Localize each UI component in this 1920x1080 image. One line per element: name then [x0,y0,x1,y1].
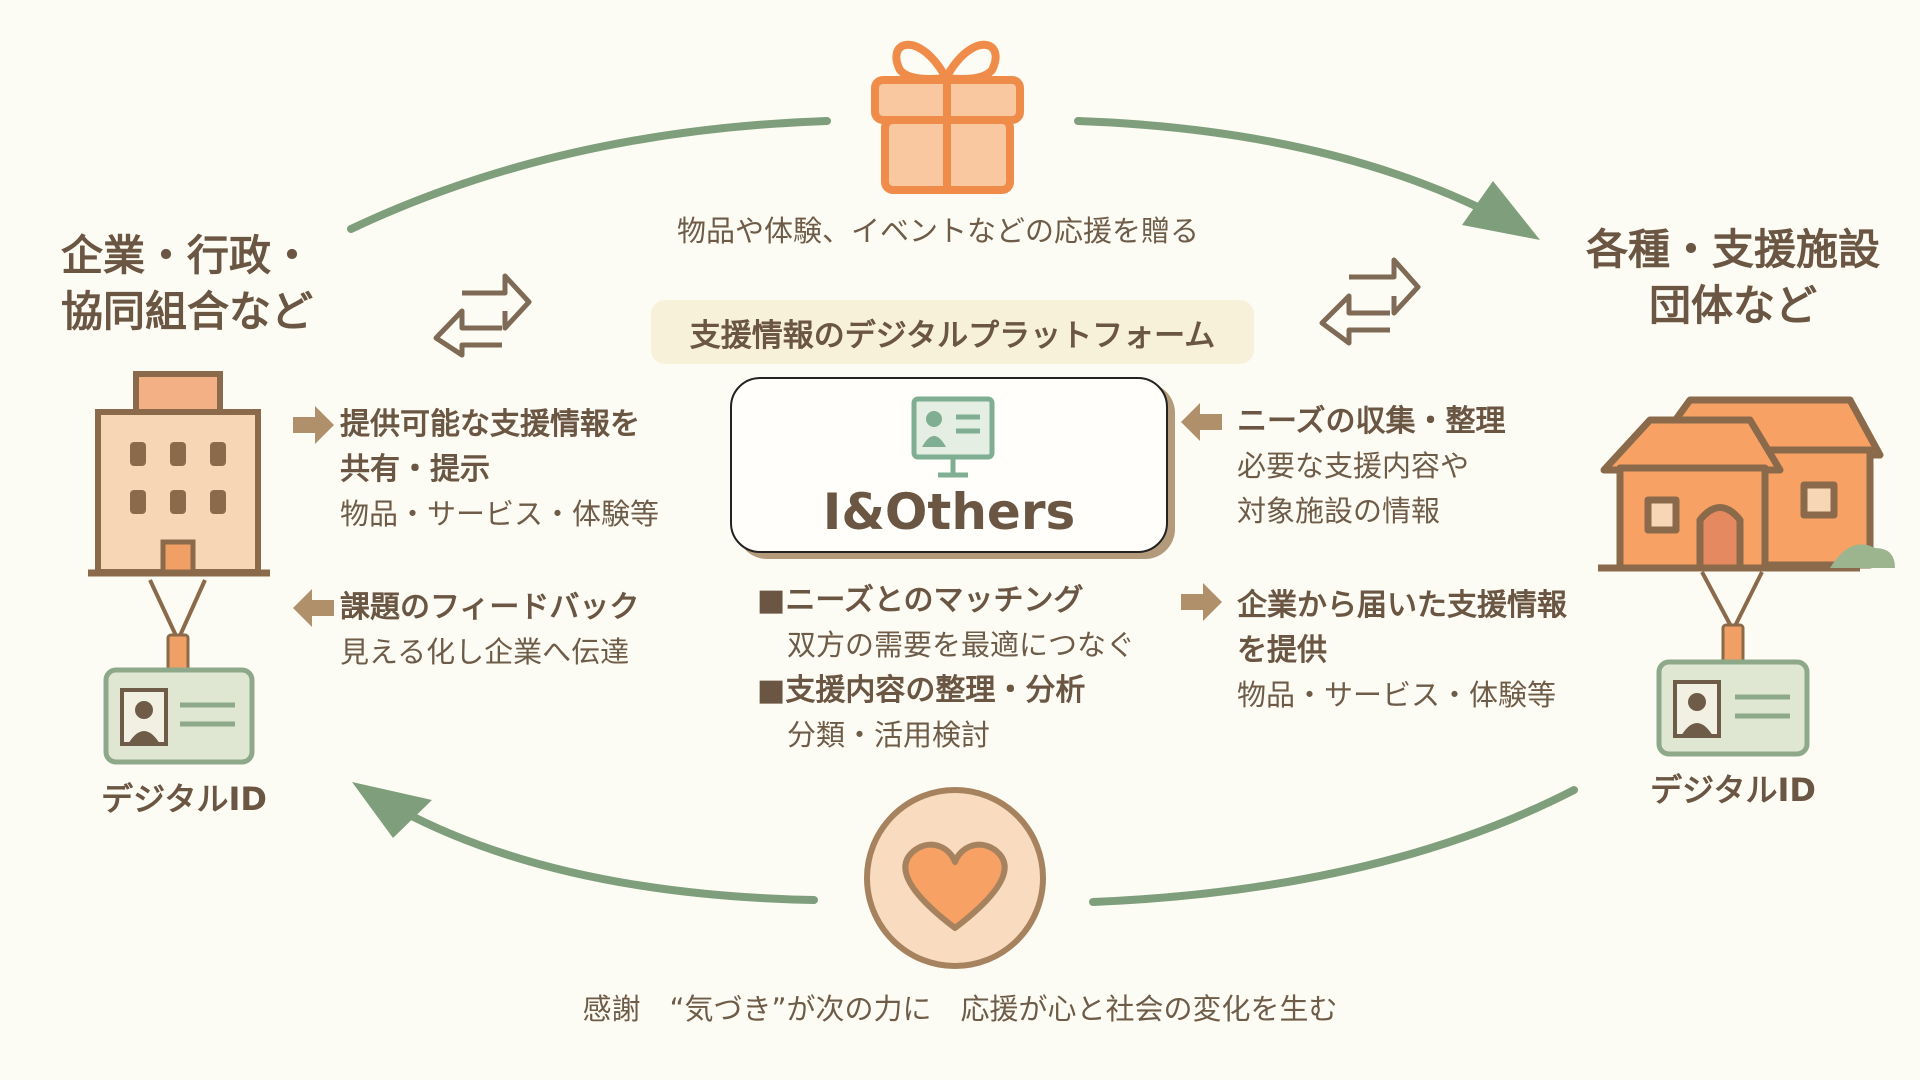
block-title: 企業から届いた支援情報 [1237,588,1567,623]
arrowhead-top-right [1462,181,1540,240]
brand-logo: I&Others [822,483,1076,541]
cycle-arrow-top-right [1074,117,1504,222]
arrow-right-icon [1181,583,1222,621]
left-block-share: 提供可能な支援情報を 共有・提示 物品・サービス・体験等 [340,402,659,537]
block-title: 課題のフィードバック [340,590,640,625]
right-party-line1: 各種・支援施設 [1585,225,1880,274]
exchange-arrows-left-icon [433,273,532,358]
feature-detail: 分類・活用検討 [787,718,991,752]
gift-caption: 物品や体験、イベントなどの応援を贈る [676,214,1199,248]
cycle-arrow-top-left [347,117,831,233]
gift-icon [871,40,1024,194]
right-party-title: 各種・支援施設 団体など [1583,222,1883,334]
left-party-line1: 企業・行政・ [61,231,314,280]
platform-card: I&Others [730,377,1168,553]
left-block-feedback: 課題のフィードバック 見える化し企業へ伝達 [340,585,639,675]
arrowhead-bottom-left [352,782,432,838]
lanyard-id-card-left-icon [103,579,255,765]
cycle-arrow-bottom-right [1089,786,1578,906]
arrow-left-icon [1181,403,1222,441]
lanyard-id-card-right-icon [1656,571,1810,757]
feature-detail: 双方の需要を最適につなぐ [787,628,1136,662]
bottom-caption: 感謝 “気づき”が次の力に 応援が心と社会の変化を生む [582,992,1338,1026]
feature-title: ■ニーズとのマッチング [757,583,1084,618]
arrow-left-icon [293,589,334,627]
right-party-line2: 団体など [1648,281,1817,330]
block-detail: 見える化し企業へ伝達 [340,635,630,669]
office-building-icon [88,371,270,577]
id-monitor-icon [911,396,995,478]
platform-label: 支援情報のデジタルプラットフォーム [651,300,1254,364]
left-digital-id-label: デジタルID [101,780,267,818]
block-detail: 必要な支援内容や [1237,449,1470,483]
block-title: 提供可能な支援情報を [340,407,640,442]
cycle-arrow-bottom-left [396,806,818,904]
left-party-title: 企業・行政・ 協同組合など [61,228,313,340]
right-digital-id-label: デジタルID [1650,771,1816,809]
block-title: ニーズの収集・整理 [1237,404,1506,439]
right-block-needs: ニーズの収集・整理 必要な支援内容や 対象施設の情報 [1237,399,1506,534]
left-party-line2: 協同組合など [61,287,314,336]
block-detail: 対象施設の情報 [1237,494,1441,528]
center-feature-list: ■ニーズとのマッチング 双方の需要を最適につなぐ ■支援内容の整理・分析 分類・… [757,578,1135,758]
bush-icon [1830,544,1895,568]
arrow-right-icon [293,406,334,444]
block-title: 共有・提示 [340,452,490,487]
house-icon [1598,396,1884,572]
heart-icon [864,787,1046,969]
block-title: を提供 [1237,633,1327,668]
exchange-arrows-right-icon [1319,257,1421,346]
feature-title: ■支援内容の整理・分析 [757,673,1086,708]
right-block-provide: 企業から届いた支援情報 を提供 物品・サービス・体験等 [1237,583,1567,718]
block-detail: 物品・サービス・体験等 [1237,678,1557,712]
block-detail: 物品・サービス・体験等 [340,497,660,531]
